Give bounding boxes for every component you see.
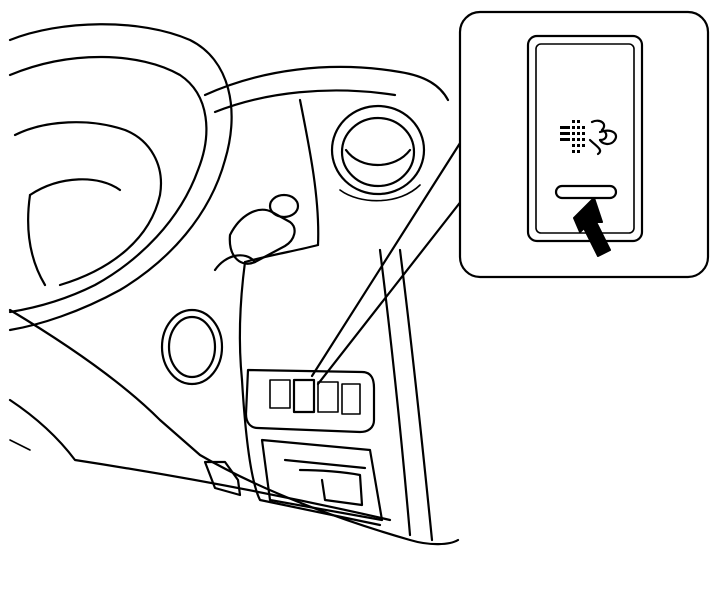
steering-wheel: [8, 23, 233, 332]
dashboard-body: [8, 65, 460, 546]
switch-3: [317, 381, 339, 413]
switch-defogger: [292, 378, 316, 414]
callout-leader-lines: [310, 138, 464, 386]
press-arrow-icon: [573, 197, 611, 257]
left-air-vent: [160, 308, 224, 386]
switch-4: [341, 383, 361, 415]
callout-panel: [458, 10, 710, 279]
lower-storage-cubby: [260, 438, 384, 522]
switch-bank: [244, 368, 376, 434]
hood-release-lever: [203, 460, 242, 497]
switch-indicator-light: [554, 184, 618, 200]
turn-signal-stalk: [213, 193, 300, 272]
switch-1: [269, 379, 291, 409]
right-air-vent: [330, 104, 426, 202]
rear-defogger-icon: [560, 119, 618, 156]
